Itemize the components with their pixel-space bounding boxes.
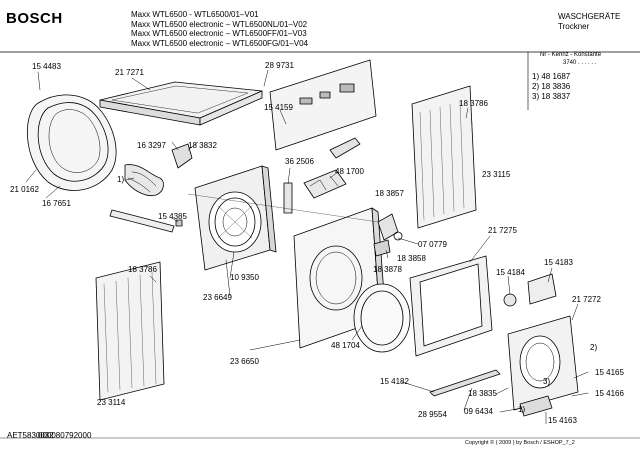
part-label: 15 4166 xyxy=(595,389,624,398)
part-label: 15 4163 xyxy=(548,416,577,425)
part-label: 15 4184 xyxy=(496,268,525,277)
part-label: 18 3786 xyxy=(128,265,157,274)
door-ring-part xyxy=(353,283,411,353)
part-label: 21 0162 xyxy=(10,185,39,194)
part-label: 18 3835 xyxy=(468,389,497,398)
part-label: 07 0779 xyxy=(418,240,447,249)
model-line-1: Maxx WTL6500 - WTL6500/01–V01 xyxy=(131,10,259,19)
door-seal-part xyxy=(26,94,117,191)
part-label: 15 4159 xyxy=(264,103,293,112)
part-label: 2) xyxy=(590,343,598,352)
part-label: 15 4182 xyxy=(380,377,409,386)
part-label: 18 3858 xyxy=(397,254,426,263)
motor-block-part xyxy=(303,169,347,199)
part-label: 18 3786 xyxy=(459,99,488,108)
control-board-part xyxy=(269,59,377,151)
part-label: 15 4165 xyxy=(595,368,624,377)
model-line-3: Maxx WTL6500 electronic – WTL6500FF/01–V… xyxy=(131,29,307,38)
part-label: 3) xyxy=(543,377,551,386)
part-label: 09 6434 xyxy=(464,407,493,416)
brand-logo: BOSCH xyxy=(6,10,63,27)
part-label: 18 3878 xyxy=(373,265,402,274)
part-label: 1) xyxy=(518,405,526,414)
door-lock-part xyxy=(373,213,403,257)
part-label: 21 7271 xyxy=(115,68,144,77)
model-line-4: Maxx WTL6500 electronic – WTL6500FG/01–V… xyxy=(131,38,308,48)
copyright: Copyright © ( 2009 ) by Bosch / ESHOP_7_… xyxy=(465,440,575,446)
part-label: 23 3114 xyxy=(97,398,126,407)
part-label: 23 3115 xyxy=(482,170,511,179)
part-label: 16 7651 xyxy=(42,199,71,208)
part-label: 28 9554 xyxy=(418,410,447,419)
part-label: 48 1700 xyxy=(335,167,364,176)
subcategory-label: Trockner xyxy=(558,22,590,31)
legend-heading: Nr - Kennz - Konstante xyxy=(540,52,602,58)
part-label: 16 3297 xyxy=(137,141,166,150)
part-label: 18 3857 xyxy=(375,189,404,198)
part-label: 10 9350 xyxy=(230,273,259,282)
legend-code: 3740 xyxy=(563,60,577,66)
part-label: 36 2506 xyxy=(285,157,314,166)
part-label: 15 4385 xyxy=(158,212,187,221)
legend-entry-3: 3) 18 3837 xyxy=(532,92,571,101)
part-label: 15 4183 xyxy=(544,258,573,267)
part-label: 15 4483 xyxy=(32,62,61,71)
part-label: 48 1704 xyxy=(331,341,360,350)
kickplate-part xyxy=(429,369,553,417)
door-frame-part xyxy=(409,255,493,357)
heater-part xyxy=(124,164,164,197)
category-label: WASCHGERÄTE xyxy=(558,12,621,21)
hinge-part xyxy=(503,273,557,307)
part-label: 21 7275 xyxy=(488,226,517,235)
part-label: 21 7272 xyxy=(572,295,601,304)
leader-lines xyxy=(25,69,589,425)
part-label: 28 9731 xyxy=(265,61,294,70)
part-label: 18 3832 xyxy=(188,141,217,150)
right-side-panel-part xyxy=(411,85,477,229)
model-line-2: Maxx WTL6500 electronic – WTL6500NL/01–V… xyxy=(131,19,308,29)
rear-panel-part xyxy=(194,165,277,271)
legend-entry-2: 2) 18 3836 xyxy=(532,82,571,91)
front-door-part xyxy=(507,315,579,411)
doc-id-overlap: 000080792000 xyxy=(38,431,92,440)
doc-id: AET5830032 xyxy=(7,431,54,440)
legend-entry-1: 1) 48 1687 xyxy=(532,72,571,81)
top-cover-part xyxy=(99,81,263,126)
part-label: 23 6649 xyxy=(203,293,232,302)
part-label: 1) xyxy=(117,175,125,184)
part-label: 23 6650 xyxy=(230,357,259,366)
left-side-panel-part xyxy=(95,261,165,401)
legend-dots: . . . . . . xyxy=(578,60,597,66)
